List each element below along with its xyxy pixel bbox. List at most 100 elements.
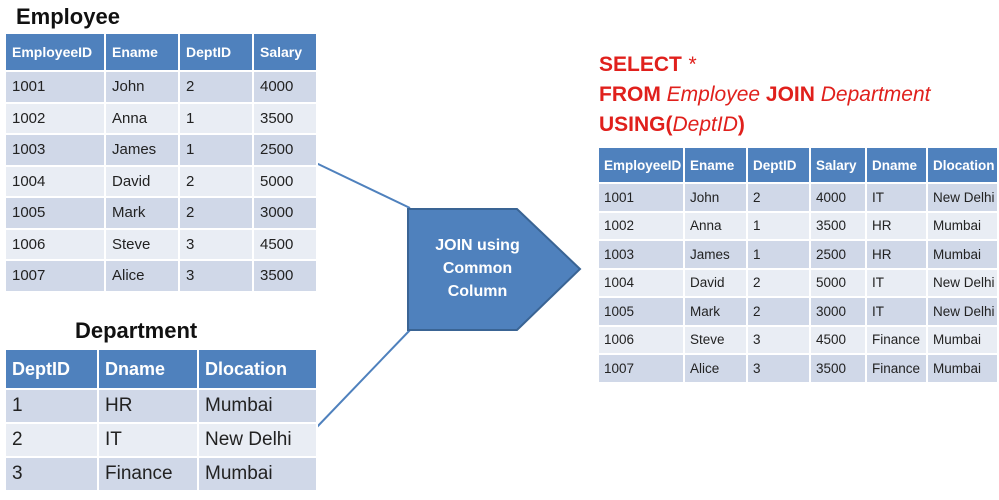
table-cell: 1 (4, 388, 99, 424)
table-cell: 5000 (252, 164, 318, 198)
table-cell: 2 (746, 296, 811, 327)
table-cell: Mumbai (926, 210, 999, 241)
table-cell: 1003 (4, 133, 106, 167)
table-cell: 4500 (809, 324, 867, 355)
table-cell: 4000 (809, 182, 867, 213)
table-cell: 3500 (252, 101, 318, 135)
arrow-label-line: JOIN using (435, 237, 520, 254)
table-cell: HR (865, 210, 928, 241)
table-cell: Mumbai (926, 353, 999, 384)
table-cell: 2 (178, 70, 254, 104)
table-cell: Alice (683, 353, 748, 384)
sql-keyword: USING( (599, 113, 673, 136)
join-result-table: EmployeeID Ename DeptID Salary Dname Dlo… (597, 146, 999, 384)
table-cell: Steve (104, 227, 180, 261)
sql-table-name: Employee (666, 83, 761, 106)
table-cell: Alice (104, 259, 180, 293)
table-cell: 1007 (4, 259, 106, 293)
column-header: Dname (97, 348, 199, 390)
column-header: Dlocation (197, 348, 318, 390)
table-cell: 5000 (809, 267, 867, 298)
column-header: Salary (252, 32, 318, 72)
table-cell: 3 (178, 227, 254, 261)
sql-line-from: FROM Employee JOIN Department (599, 80, 930, 110)
table-cell: HR (97, 388, 199, 424)
table-cell: 1 (746, 210, 811, 241)
table-cell: 1 (178, 133, 254, 167)
sql-column-name: DeptID (672, 113, 738, 136)
column-header: Ename (683, 146, 748, 184)
table-cell: 2 (178, 196, 254, 230)
table-cell: 1003 (597, 239, 685, 270)
table-cell: 3 (4, 456, 99, 492)
table-cell: 1 (746, 239, 811, 270)
sql-line-using: USING(DeptID) (599, 110, 930, 140)
table-cell: 1006 (597, 324, 685, 355)
join-arrow-label: JOIN using Common Column (410, 234, 545, 303)
table-cell: Finance (865, 324, 928, 355)
table-cell: 1005 (4, 196, 106, 230)
sql-line-select: SELECT * (599, 50, 930, 80)
sql-keyword: JOIN (765, 83, 815, 106)
table-cell: IT (865, 267, 928, 298)
table-cell: HR (865, 239, 928, 270)
table-cell: New Delhi (197, 422, 318, 458)
table-cell: Mumbai (197, 388, 318, 424)
employee-table-title: Employee (16, 4, 120, 29)
table-cell: IT (865, 296, 928, 327)
table-cell: Steve (683, 324, 748, 355)
sql-keyword: ) (737, 113, 745, 136)
table-cell: 1002 (597, 210, 685, 241)
sql-keyword: FROM (599, 83, 661, 106)
column-header: Ename (104, 32, 180, 72)
table-cell: Mumbai (197, 456, 318, 492)
table-cell: 4500 (252, 227, 318, 261)
table-cell: 1001 (597, 182, 685, 213)
table-cell: 3 (178, 259, 254, 293)
table-cell: 3500 (809, 353, 867, 384)
table-cell: IT (97, 422, 199, 458)
table-cell: James (104, 133, 180, 167)
table-cell: Finance (97, 456, 199, 492)
table-cell: Mumbai (926, 239, 999, 270)
connector-line-employee (315, 162, 411, 209)
column-header: Dlocation (926, 146, 999, 184)
arrow-label-line: Common (442, 260, 513, 277)
table-header-row: EmployeeID Ename DeptID Salary Dname Dlo… (597, 146, 999, 184)
column-header: EmployeeID (597, 146, 685, 184)
sql-table-name: Department (820, 83, 931, 106)
table-cell: 2500 (252, 133, 318, 167)
table-cell: 1 (178, 101, 254, 135)
table-cell: 3500 (809, 210, 867, 241)
table-cell: Mumbai (926, 324, 999, 355)
table-cell: Mark (104, 196, 180, 230)
column-header: DeptID (4, 348, 99, 390)
table-cell: 4000 (252, 70, 318, 104)
table-cell: New Delhi (926, 267, 999, 298)
table-cell: 2500 (809, 239, 867, 270)
column-header: EmployeeID (4, 32, 106, 72)
table-cell: 2 (746, 182, 811, 213)
table-cell: Anna (104, 101, 180, 135)
table-cell: 1004 (597, 267, 685, 298)
table-header-row: EmployeeID Ename DeptID Salary (4, 32, 318, 72)
connector-line-department (315, 329, 411, 429)
sql-statement: SELECT * FROM Employee JOIN Department U… (599, 50, 930, 140)
table-cell: John (683, 182, 748, 213)
arrow-label-line: Column (447, 283, 508, 300)
table-cell: 3000 (252, 196, 318, 230)
table-cell: IT (865, 182, 928, 213)
